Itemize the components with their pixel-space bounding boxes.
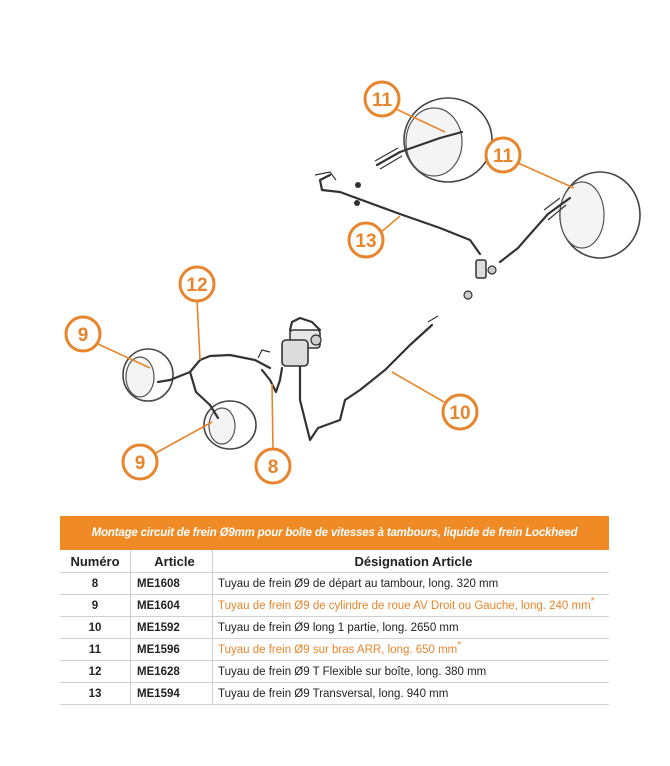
rear-drum-right bbox=[559, 171, 641, 259]
callout-10: 10 bbox=[441, 393, 479, 431]
row-designation: Tuyau de frein Ø9 de départ au tambour, … bbox=[212, 572, 609, 595]
callout-8: 8 bbox=[254, 447, 292, 485]
svg-text:13: 13 bbox=[355, 231, 376, 252]
callout-9-top: 9 bbox=[64, 315, 102, 353]
svg-text:11: 11 bbox=[493, 146, 514, 167]
rear-drum-top bbox=[403, 97, 493, 183]
row-numero: 10 bbox=[60, 616, 131, 639]
brake-circuit-diagram: 11 11 12 13 9 9 8 10 bbox=[64, 80, 641, 485]
pipe-12-t-flexible bbox=[198, 353, 272, 370]
svg-text:8: 8 bbox=[268, 457, 279, 478]
row-numero: 8 bbox=[60, 572, 131, 595]
svg-text:11: 11 bbox=[372, 90, 393, 111]
header-numero: Numéro bbox=[60, 550, 131, 573]
callout-11-right: 11 bbox=[484, 136, 522, 174]
asterisk-mark: * bbox=[457, 639, 462, 651]
header-article: Article bbox=[130, 550, 213, 573]
callout-13: 13 bbox=[347, 221, 385, 259]
front-drum-left bbox=[122, 348, 174, 402]
header-designation: Désignation Article bbox=[212, 550, 609, 573]
row-article: ME1594 bbox=[130, 682, 213, 705]
row-numero: 9 bbox=[60, 594, 131, 617]
svg-text:9: 9 bbox=[78, 325, 89, 346]
pipe-11-right bbox=[498, 196, 572, 264]
pipe-11-top bbox=[375, 130, 464, 167]
pipe-9-front bbox=[188, 370, 220, 420]
row-designation: Tuyau de frein Ø9 sur bras ARR, long. 65… bbox=[212, 638, 609, 661]
svg-text:10: 10 bbox=[449, 403, 470, 424]
front-drum-right bbox=[203, 400, 257, 450]
row-designation-text: Tuyau de frein Ø9 long 1 partie, long. 2… bbox=[218, 621, 459, 634]
callout-12: 12 bbox=[178, 265, 216, 303]
pipe-13-transversal bbox=[318, 173, 482, 256]
row-designation-text: Tuyau de frein Ø9 de cylindre de roue AV… bbox=[218, 599, 591, 612]
row-article: ME1628 bbox=[130, 660, 213, 683]
pipe-10-long bbox=[298, 323, 434, 442]
row-numero: 11 bbox=[60, 638, 131, 661]
svg-text:12: 12 bbox=[186, 275, 207, 296]
master-cylinder bbox=[281, 316, 322, 367]
callout-11-top: 11 bbox=[363, 80, 401, 118]
row-article: ME1604 bbox=[130, 594, 213, 617]
row-designation: Tuyau de frein Ø9 T Flexible sur boîte, … bbox=[212, 660, 609, 683]
t-fitting-rear bbox=[463, 259, 497, 300]
callout-9-bottom: 9 bbox=[121, 443, 159, 481]
pipe-8-start bbox=[260, 366, 284, 394]
row-numero: 13 bbox=[60, 682, 131, 705]
row-article: ME1596 bbox=[130, 638, 213, 661]
row-designation: Tuyau de frein Ø9 Transversal, long. 940… bbox=[212, 682, 609, 705]
row-designation: Tuyau de frein Ø9 long 1 partie, long. 2… bbox=[212, 616, 609, 639]
row-numero: 12 bbox=[60, 660, 131, 683]
row-article: ME1592 bbox=[130, 616, 213, 639]
row-designation-text: Tuyau de frein Ø9 sur bras ARR, long. 65… bbox=[218, 643, 458, 656]
svg-text:9: 9 bbox=[135, 453, 146, 474]
row-designation-text: Tuyau de frein Ø9 de départ au tambour, … bbox=[218, 577, 499, 590]
row-designation: Tuyau de frein Ø9 de cylindre de roue AV… bbox=[212, 594, 609, 617]
row-designation-text: Tuyau de frein Ø9 Transversal, long. 940… bbox=[218, 687, 449, 700]
asterisk-mark: * bbox=[590, 595, 595, 607]
row-designation-text: Tuyau de frein Ø9 T Flexible sur boîte, … bbox=[218, 665, 487, 678]
parts-table: Montage circuit de frein Ø9mm pour boîte… bbox=[60, 516, 609, 705]
table-title: Montage circuit de frein Ø9mm pour boîte… bbox=[60, 516, 609, 550]
row-article: ME1608 bbox=[130, 572, 213, 595]
